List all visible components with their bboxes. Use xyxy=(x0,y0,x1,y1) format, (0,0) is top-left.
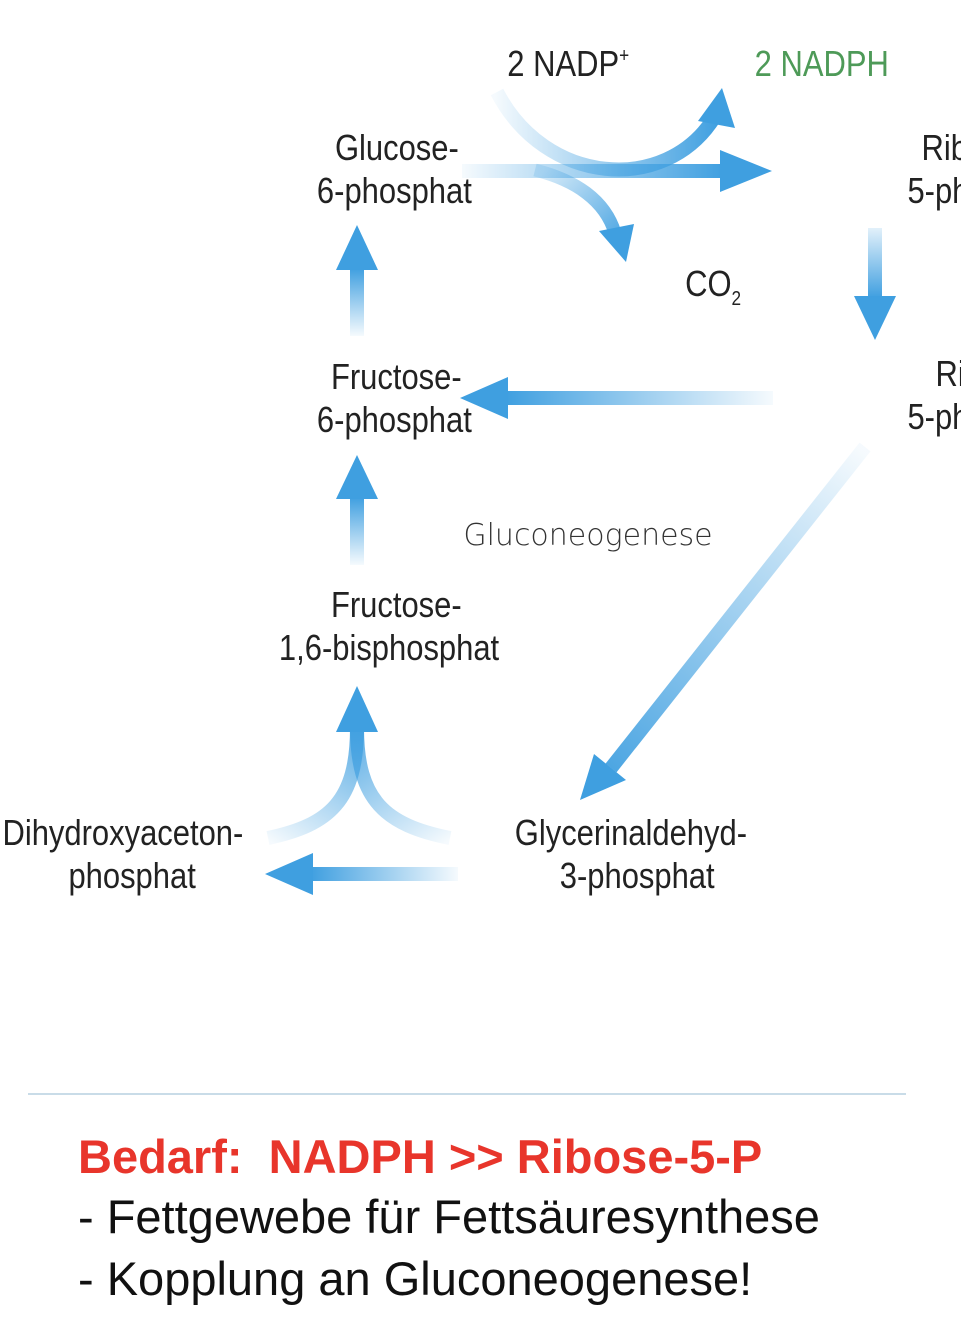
g3p-line2: 3-phosphat xyxy=(560,857,715,897)
divider-line xyxy=(28,1093,906,1095)
arrow-to-co2 xyxy=(533,163,634,262)
gluconeogenese-annotation: Gluconeogenese xyxy=(463,518,712,553)
label-nadph: 2 NADPH xyxy=(755,45,889,85)
arrow-r5p-to-g3p xyxy=(580,442,871,800)
dhap-line1: Dihydroxyaceton- xyxy=(2,814,243,854)
nadp-superscript: + xyxy=(619,44,629,67)
label-co2: CO2 xyxy=(685,265,741,309)
arrow-f16bp-to-f6p xyxy=(336,455,378,565)
r5p-line2: 5-phosphat xyxy=(907,398,961,438)
f16bp-line2: 1,6-bisphosphat xyxy=(279,629,500,669)
nadp-text: 2 NADP xyxy=(507,45,619,85)
node-dihydroxyacetonphosphat: Dihydroxyaceton- phosphat xyxy=(2,814,243,897)
arrow-ru5p-to-r5p xyxy=(854,228,896,340)
ru5p-line1: Ribulose- xyxy=(921,129,961,169)
node-fructose-6-phosphat: Fructose- 6-phosphat xyxy=(317,358,472,441)
svg-text:2 NADP+: 2 NADP+ xyxy=(507,44,629,85)
node-ribulose-5-phosphat: Ribulose- 5-phosphat xyxy=(907,129,961,212)
g6p-line1: Glucose- xyxy=(335,129,459,169)
dhap-line2: phosphat xyxy=(68,857,196,897)
r5p-line1: Ribose- xyxy=(935,355,961,395)
arrow-f6p-to-g6p xyxy=(336,225,378,336)
f6p-line1: Fructose- xyxy=(331,358,462,398)
f16bp-line1: Fructose- xyxy=(331,586,462,626)
node-glucose-6-phosphat: Glucose- 6-phosphat xyxy=(317,129,472,212)
svg-text:CO2: CO2 xyxy=(685,265,741,309)
arrow-r5p-to-f6p xyxy=(460,377,773,419)
label-nadp: 2 NADP+ xyxy=(507,44,629,85)
arrow-g3p-to-dhap xyxy=(265,853,458,895)
footer-text-block: Bedarf: NADPH >> Ribose-5-P - Fettgewebe… xyxy=(78,1128,820,1310)
ru5p-line2: 5-phosphat xyxy=(907,172,961,212)
f6p-line2: 6-phosphat xyxy=(317,401,472,441)
footer-bullet-1: - Fettgewebe für Fettsäuresynthese xyxy=(78,1190,820,1243)
footer-headline: Bedarf: NADPH >> Ribose-5-P xyxy=(78,1130,763,1183)
footer-bullet-2: - Kopplung an Gluconeogenese! xyxy=(78,1252,753,1305)
co2-subscript: 2 xyxy=(732,287,742,310)
arrow-nadp-to-nadph xyxy=(490,88,735,177)
node-glycerinaldehyd-3-phosphat: Glycerinaldehyd- 3-phosphat xyxy=(515,814,747,897)
node-ribose-5-phosphat: Ribose- 5-phosphat xyxy=(907,355,961,438)
g3p-line1: Glycerinaldehyd- xyxy=(515,814,747,854)
co2-text: CO xyxy=(685,265,731,305)
arrow-fork-to-f16bp xyxy=(266,686,452,845)
node-fructose-1-6-bisphosphat: Fructose- 1,6-bisphosphat xyxy=(279,586,500,669)
g6p-line2: 6-phosphat xyxy=(317,172,472,212)
